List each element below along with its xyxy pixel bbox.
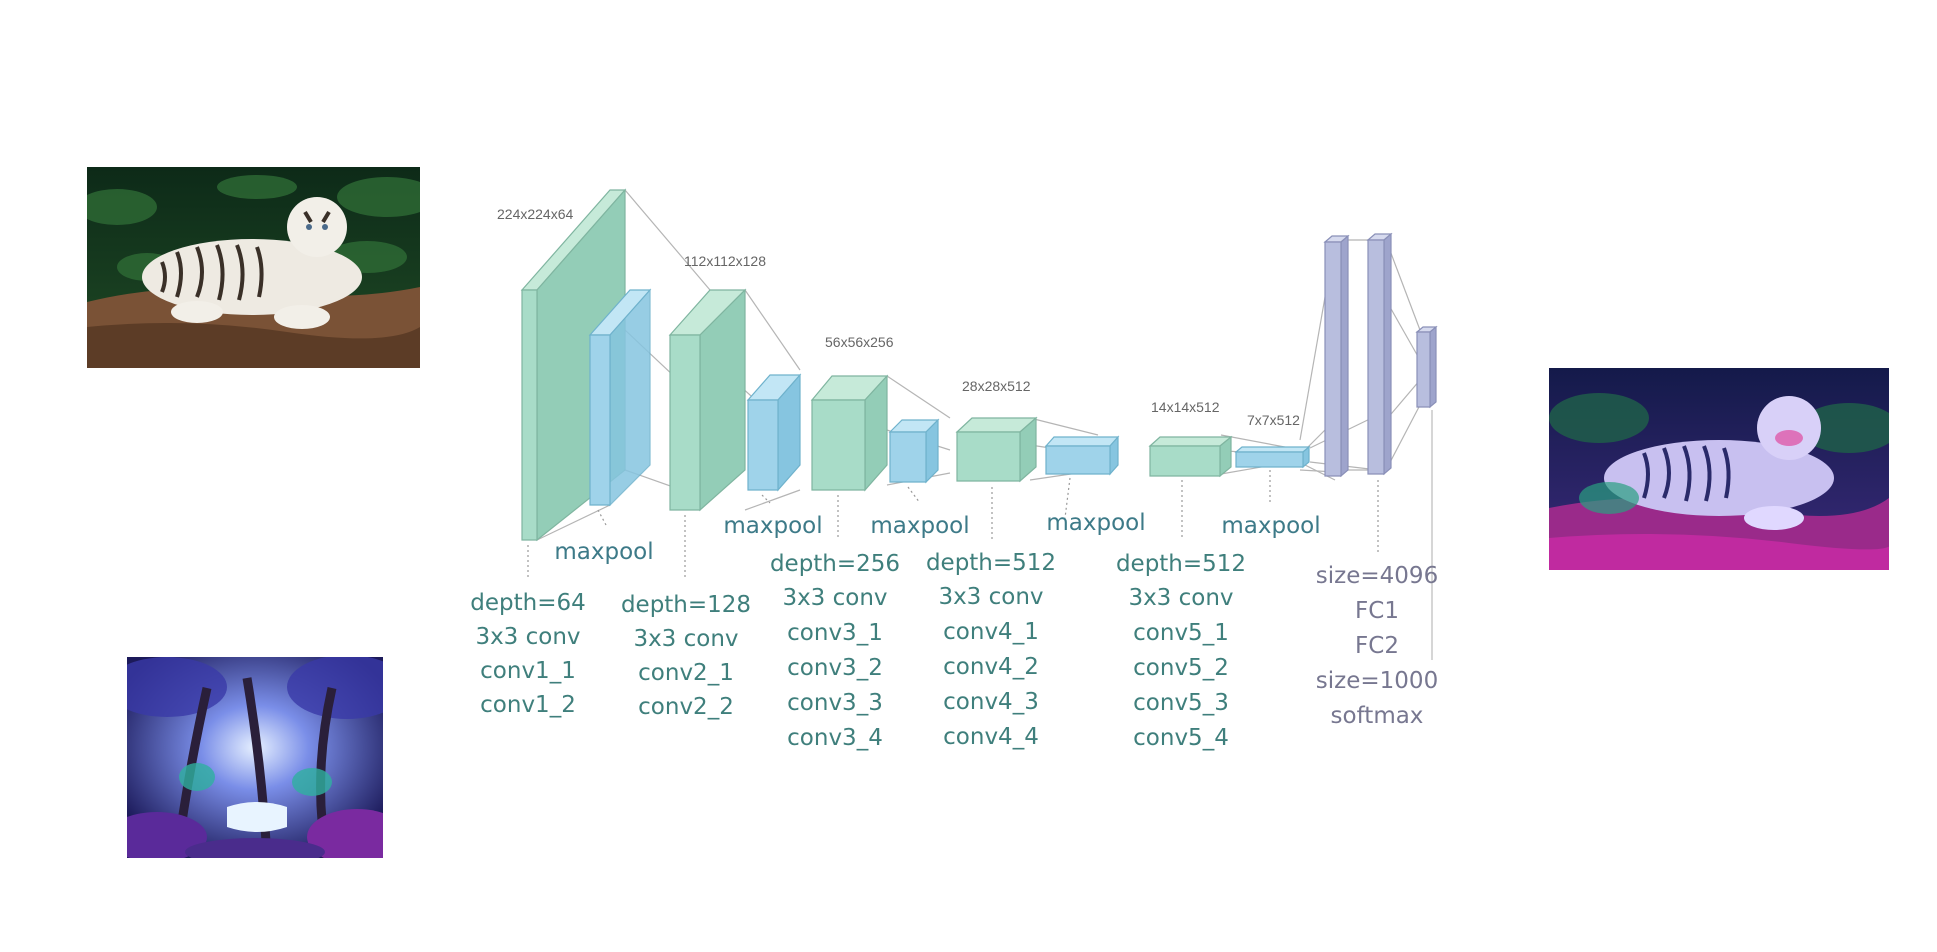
block4-line-2: 3x3 conv bbox=[938, 584, 1043, 610]
block1-line-3: conv1_1 bbox=[480, 658, 576, 684]
block2-line-1: depth=128 bbox=[621, 592, 751, 618]
block1-line-2: 3x3 conv bbox=[475, 624, 580, 650]
fc-line-5: softmax bbox=[1331, 703, 1424, 729]
conv-block-1-labels: depth=64 3x3 conv conv1_1 conv1_2 bbox=[470, 590, 585, 718]
fc-labels: size=4096 FC1 FC2 size=1000 softmax bbox=[1316, 563, 1438, 729]
block5-line-4: conv5_2 bbox=[1133, 655, 1229, 681]
conv-block-3 bbox=[810, 374, 889, 492]
fc-line-1: size=4096 bbox=[1316, 563, 1438, 589]
block4-line-6: conv4_4 bbox=[943, 724, 1039, 750]
fc2-block bbox=[1366, 232, 1393, 476]
maxpool-label-4: maxpool bbox=[1046, 510, 1145, 536]
conv-block-5-labels: depth=512 3x3 conv conv5_1 conv5_2 conv5… bbox=[1116, 551, 1246, 751]
block5-line-3: conv5_1 bbox=[1133, 620, 1229, 646]
conv-block-5 bbox=[1148, 435, 1233, 478]
block3-line-5: conv3_3 bbox=[787, 690, 883, 716]
conv-block-4-labels: depth=512 3x3 conv conv4_1 conv4_2 conv4… bbox=[926, 550, 1056, 750]
content-tiger-photo bbox=[87, 167, 420, 368]
maxpool-label-5: maxpool bbox=[1221, 513, 1320, 539]
block2-line-2: 3x3 conv bbox=[633, 626, 738, 652]
pool-block-3 bbox=[888, 418, 940, 484]
block4-line-4: conv4_2 bbox=[943, 654, 1039, 680]
block3-line-4: conv3_2 bbox=[787, 655, 883, 681]
block2-line-3: conv2_1 bbox=[638, 660, 734, 686]
block5-line-5: conv5_3 bbox=[1133, 690, 1229, 716]
dim-label-5: 14x14x512 bbox=[1151, 399, 1220, 415]
pool-block-2 bbox=[746, 373, 802, 492]
leader-lines bbox=[527, 470, 1379, 580]
output-stylized-tiger bbox=[1549, 368, 1889, 570]
block1-line-1: depth=64 bbox=[470, 590, 585, 616]
pool-block-1 bbox=[588, 288, 652, 507]
dim-label-2: 112x112x128 bbox=[684, 253, 766, 269]
softmax-block bbox=[1415, 325, 1438, 409]
conv-block-2 bbox=[668, 288, 747, 512]
conv-block-2-labels: depth=128 3x3 conv conv2_1 conv2_2 bbox=[621, 592, 751, 720]
maxpool-label-2: maxpool bbox=[723, 513, 822, 539]
block3-line-1: depth=256 bbox=[770, 551, 900, 577]
fc-line-2: FC1 bbox=[1355, 598, 1399, 624]
dim-label-6: 7x7x512 bbox=[1247, 412, 1300, 428]
maxpool-label-1: maxpool bbox=[554, 539, 653, 565]
block4-line-1: depth=512 bbox=[926, 550, 1056, 576]
block3-line-2: 3x3 conv bbox=[782, 585, 887, 611]
block2-line-4: conv2_2 bbox=[638, 694, 734, 720]
conv-block-3-labels: depth=256 3x3 conv conv3_1 conv3_2 conv3… bbox=[770, 551, 900, 751]
block4-line-3: conv4_1 bbox=[943, 619, 1039, 645]
dim-label-3: 56x56x256 bbox=[825, 334, 894, 350]
maxpool-label-3: maxpool bbox=[870, 513, 969, 539]
block1-line-4: conv1_2 bbox=[480, 692, 576, 718]
style-forest-painting bbox=[127, 657, 383, 858]
fc-line-4: size=1000 bbox=[1316, 668, 1438, 694]
pool-block-5 bbox=[1234, 445, 1311, 469]
fc1-block bbox=[1323, 234, 1350, 478]
pool-block-4 bbox=[1044, 435, 1120, 476]
block3-line-3: conv3_1 bbox=[787, 620, 883, 646]
block5-line-6: conv5_4 bbox=[1133, 725, 1229, 751]
fc-line-3: FC2 bbox=[1355, 633, 1399, 659]
conv-block-4 bbox=[955, 416, 1038, 483]
dim-label-1: 224x224x64 bbox=[497, 206, 574, 222]
block5-line-1: depth=512 bbox=[1116, 551, 1246, 577]
block4-line-5: conv4_3 bbox=[943, 689, 1039, 715]
dim-label-4: 28x28x512 bbox=[962, 378, 1031, 394]
block5-line-2: 3x3 conv bbox=[1128, 585, 1233, 611]
block3-line-6: conv3_4 bbox=[787, 725, 883, 751]
